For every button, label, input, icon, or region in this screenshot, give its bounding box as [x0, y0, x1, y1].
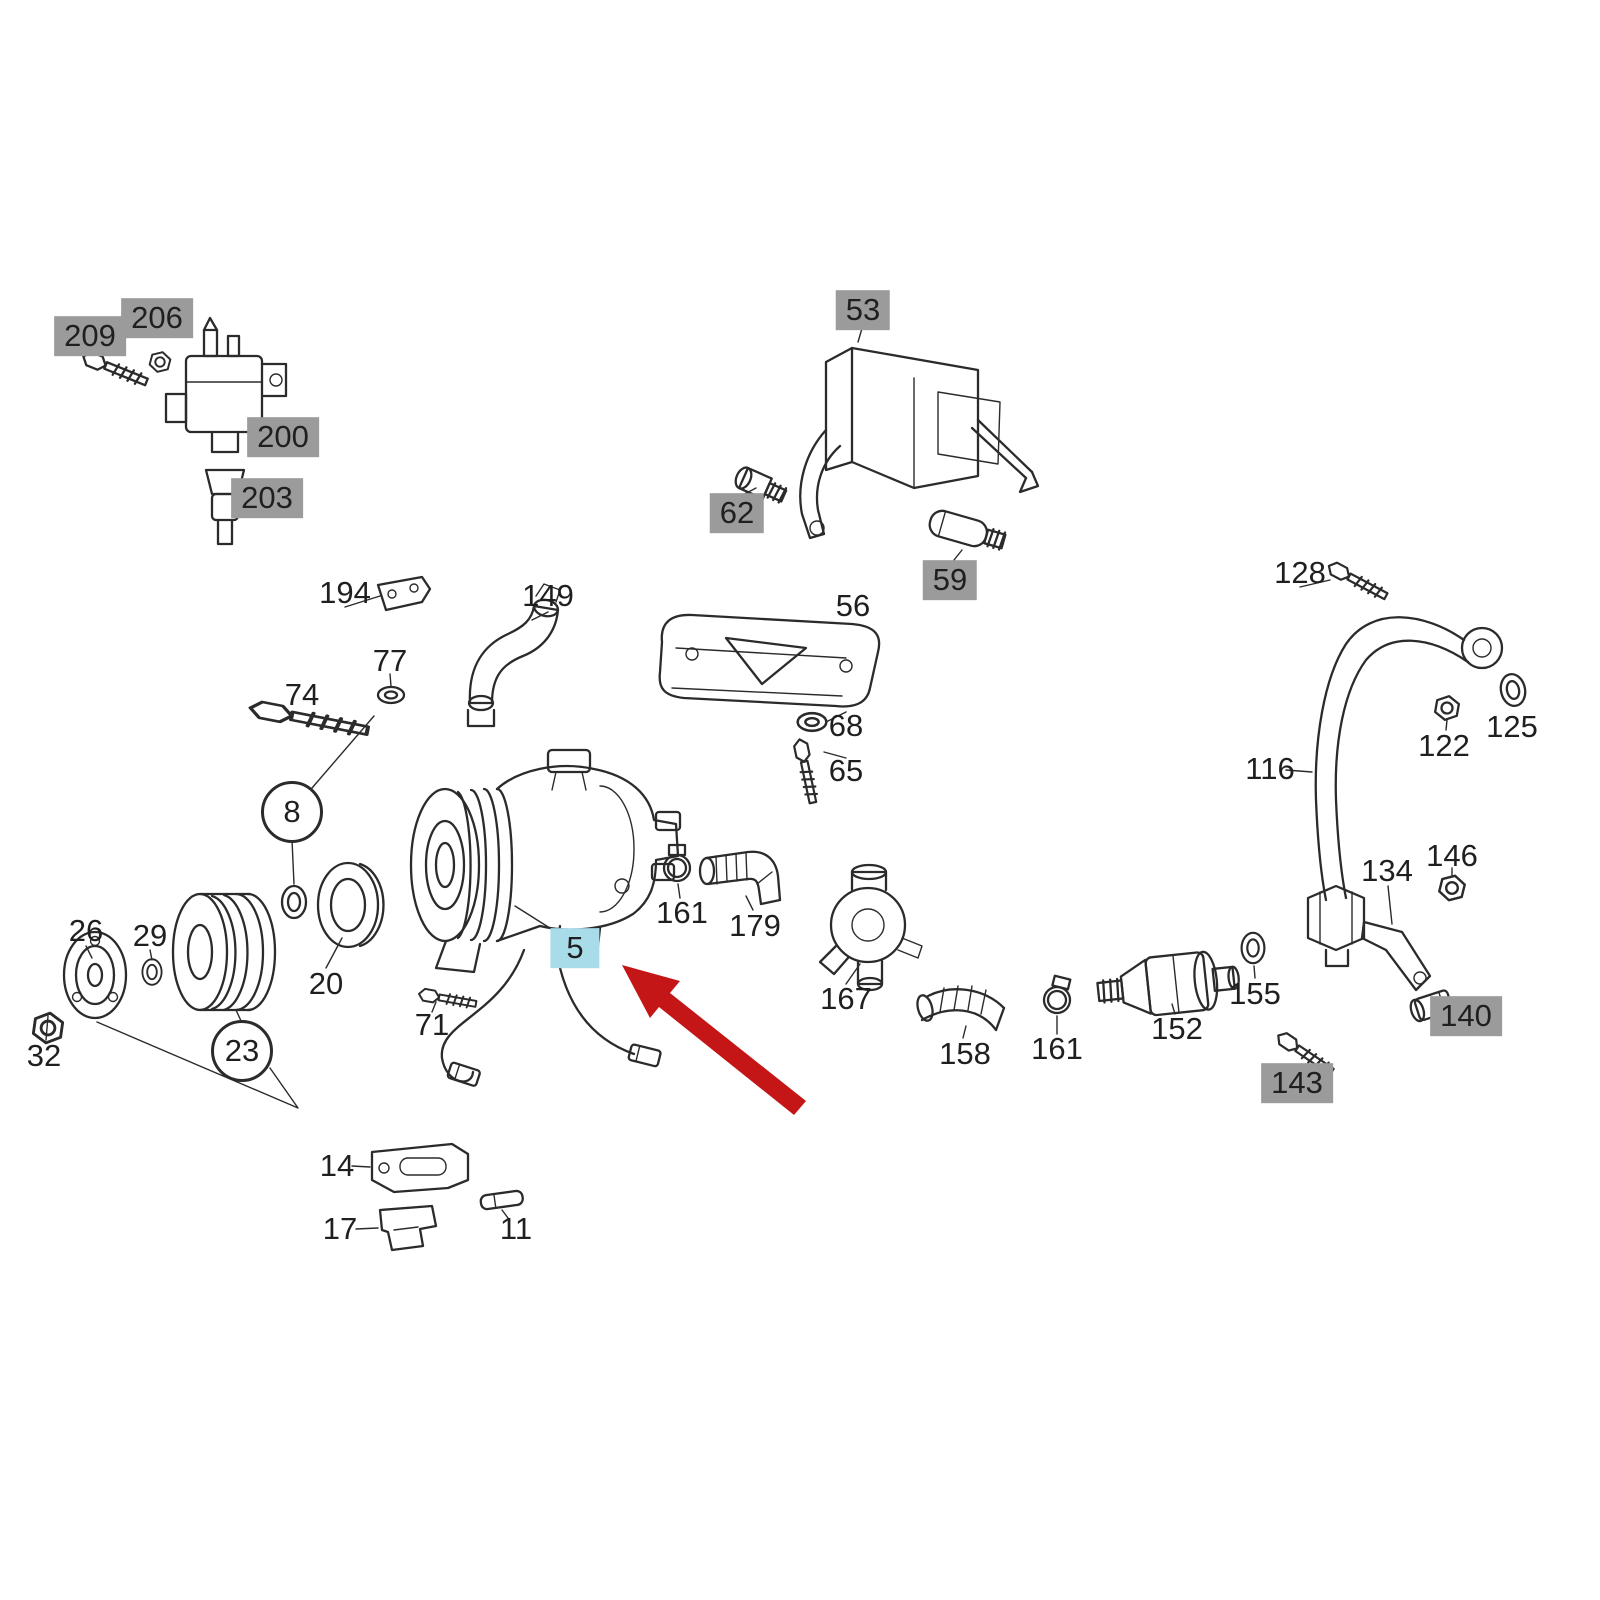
part-label-74: 74: [284, 677, 320, 713]
part-label-206[interactable]: 206: [121, 298, 193, 338]
part-5-air-pump: [409, 748, 682, 1087]
part-label-23: 23: [211, 1020, 273, 1082]
part-label-116: 116: [1245, 751, 1295, 787]
part-label-146: 146: [1426, 838, 1478, 874]
part-146-nut: [1436, 871, 1468, 905]
part-59-cylinder: [928, 509, 1007, 551]
part-label-5[interactable]: 5: [550, 928, 600, 968]
part-125-ring: [1496, 670, 1530, 710]
part-128-bolt: [1324, 558, 1391, 604]
part-161-clamp-right: [1040, 973, 1077, 1017]
part-label-203[interactable]: 203: [231, 478, 303, 518]
part-179-elbow: [698, 850, 782, 906]
part-116-pipe: [1306, 616, 1504, 968]
part-label-140[interactable]: 140: [1430, 996, 1502, 1036]
part-label-149: 149: [522, 578, 574, 614]
part-label-125: 125: [1486, 709, 1538, 745]
part-label-14: 14: [319, 1148, 355, 1184]
part-label-56: 56: [835, 588, 871, 624]
part-label-179: 179: [729, 908, 781, 944]
part-56-heat-shield: [658, 613, 881, 708]
part-77-washer: [376, 685, 406, 705]
part-label-59[interactable]: 59: [922, 560, 978, 600]
part-158-hose: [916, 985, 1006, 1032]
part-149-hose: [466, 583, 561, 728]
part-206-nut: [147, 348, 173, 376]
part-17-clip: [378, 1204, 438, 1252]
part-label-17: 17: [322, 1211, 358, 1247]
part-134-arm: [1360, 920, 1432, 992]
part-label-128: 128: [1274, 555, 1326, 591]
part-label-20: 20: [308, 966, 344, 1002]
part-label-68: 68: [828, 708, 864, 744]
part-label-32: 32: [26, 1038, 62, 1074]
part-label-26: 26: [68, 913, 104, 949]
part-8-ring: [280, 884, 308, 920]
part-11-pin: [479, 1189, 524, 1211]
part-label-53[interactable]: 53: [835, 290, 891, 330]
part-200-valve: [164, 316, 288, 454]
part-194-bracket: [376, 575, 432, 612]
part-26-hub: [62, 930, 128, 1020]
part-122-nut: [1432, 693, 1462, 723]
part-label-155: 155: [1229, 976, 1281, 1012]
pointer-arrow: [622, 965, 806, 1115]
part-29-ring: [141, 958, 163, 986]
part-label-167: 167: [820, 981, 872, 1017]
part-label-122: 122: [1418, 728, 1470, 764]
part-65-bolt: [791, 736, 821, 806]
part-label-143[interactable]: 143: [1261, 1063, 1333, 1103]
part-label-11: 11: [499, 1211, 533, 1247]
part-label-158: 158: [939, 1036, 991, 1072]
part-label-29: 29: [132, 918, 168, 954]
part-label-77: 77: [372, 643, 408, 679]
part-label-134: 134: [1361, 853, 1413, 889]
part-label-71: 71: [414, 1007, 450, 1043]
part-label-65: 65: [828, 753, 864, 789]
part-53-bracket: [799, 346, 1040, 540]
part-155-ring: [1240, 931, 1266, 965]
leader-lines: [45, 324, 1453, 1230]
part-label-8: 8: [261, 781, 323, 843]
part-label-209[interactable]: 209: [54, 316, 126, 356]
part-167-valve: [818, 863, 923, 992]
part-label-194: 194: [319, 575, 371, 611]
part-14-bracket: [370, 1142, 470, 1194]
part-20-collar: [316, 861, 385, 949]
part-23-pulley: [171, 892, 277, 1012]
part-label-161: 161: [656, 895, 708, 931]
part-68-washer: [796, 711, 828, 733]
part-label-62[interactable]: 62: [709, 493, 765, 533]
part-152-check-valve: [1096, 950, 1240, 1017]
part-label-200[interactable]: 200: [247, 417, 319, 457]
part-label-152: 152: [1151, 1011, 1203, 1047]
part-label-161: 161: [1031, 1031, 1083, 1067]
